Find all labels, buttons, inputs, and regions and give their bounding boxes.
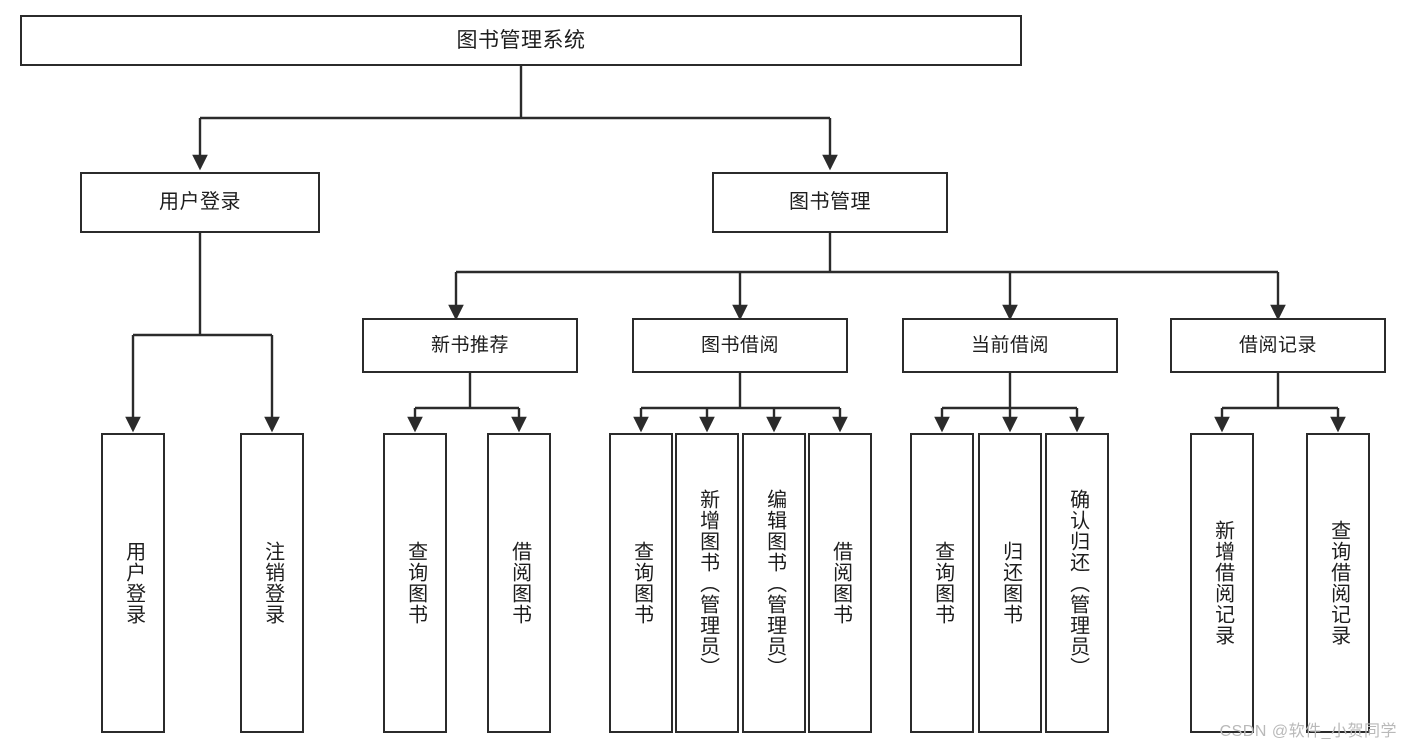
node-leaf-borrow-book-1[interactable]: 借阅图书 <box>487 433 551 733</box>
node-leaf-logout-label: 注销登录 <box>261 541 284 625</box>
node-leaf-logout[interactable]: 注销登录 <box>240 433 304 733</box>
node-leaf-add-record-label: 新增借阅记录 <box>1211 520 1234 646</box>
node-book-manage[interactable]: 图书管理 <box>712 172 948 233</box>
node-leaf-borrow-book-2[interactable]: 借阅图书 <box>808 433 872 733</box>
node-user-login[interactable]: 用户登录 <box>80 172 320 233</box>
node-root-label: 图书管理系统 <box>456 28 586 52</box>
node-leaf-add-book-label: 新增图书（管理员） <box>696 488 719 678</box>
node-leaf-add-book[interactable]: 新增图书（管理员） <box>675 433 739 733</box>
node-leaf-return-book-label: 归还图书 <box>999 541 1022 625</box>
node-leaf-query-book-2[interactable]: 查询图书 <box>609 433 673 733</box>
node-leaf-borrow-book-2-label: 借阅图书 <box>829 541 852 625</box>
node-leaf-confirm-return[interactable]: 确认归还（管理员） <box>1045 433 1109 733</box>
node-leaf-borrow-book-1-label: 借阅图书 <box>508 541 531 625</box>
node-new-book-recommend-label: 新书推荐 <box>430 334 509 356</box>
node-leaf-query-book-1-label: 查询图书 <box>404 541 427 625</box>
node-current-borrow[interactable]: 当前借阅 <box>902 318 1118 373</box>
node-leaf-edit-book[interactable]: 编辑图书（管理员） <box>742 433 806 733</box>
node-leaf-query-book-3[interactable]: 查询图书 <box>910 433 974 733</box>
node-root[interactable]: 图书管理系统 <box>20 15 1022 66</box>
node-borrow-record[interactable]: 借阅记录 <box>1170 318 1386 373</box>
node-leaf-query-book-2-label: 查询图书 <box>630 541 653 625</box>
node-leaf-login-label: 用户登录 <box>122 541 145 625</box>
node-leaf-login[interactable]: 用户登录 <box>101 433 165 733</box>
node-leaf-add-record[interactable]: 新增借阅记录 <box>1190 433 1254 733</box>
node-borrow-record-label: 借阅记录 <box>1238 334 1317 356</box>
node-user-login-label: 用户登录 <box>159 191 241 214</box>
node-current-borrow-label: 当前借阅 <box>970 334 1049 356</box>
node-leaf-query-record[interactable]: 查询借阅记录 <box>1306 433 1370 733</box>
node-leaf-query-book-3-label: 查询图书 <box>931 541 954 625</box>
csdn-watermark: CSDN @软件_小贺同学 <box>1219 723 1397 740</box>
node-leaf-edit-book-label: 编辑图书（管理员） <box>763 488 786 678</box>
node-leaf-query-record-label: 查询借阅记录 <box>1327 520 1350 646</box>
node-new-book-recommend[interactable]: 新书推荐 <box>362 318 578 373</box>
node-book-manage-label: 图书管理 <box>789 191 871 214</box>
node-book-borrow-label: 图书借阅 <box>700 334 779 356</box>
node-book-borrow[interactable]: 图书借阅 <box>632 318 848 373</box>
node-leaf-return-book[interactable]: 归还图书 <box>978 433 1042 733</box>
node-leaf-query-book-1[interactable]: 查询图书 <box>383 433 447 733</box>
node-leaf-confirm-return-label: 确认归还（管理员） <box>1066 488 1089 678</box>
